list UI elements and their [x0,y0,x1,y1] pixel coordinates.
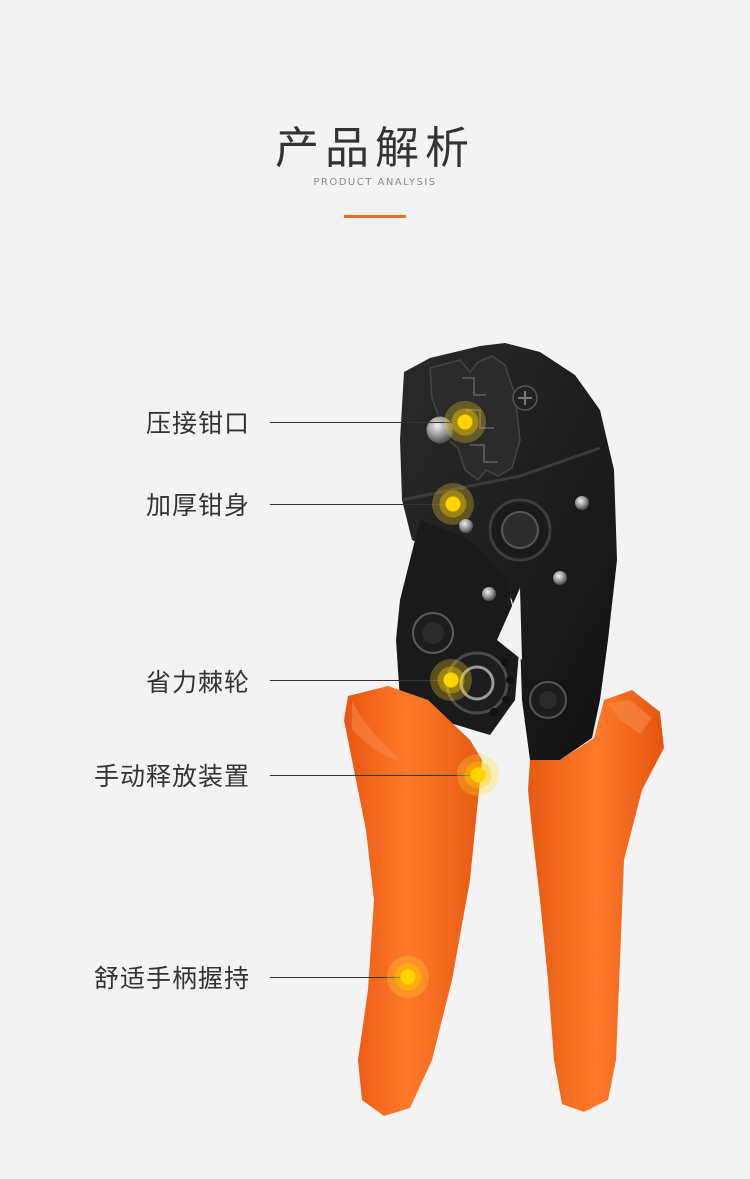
feature-hotspot[interactable] [444,401,486,443]
feature-label-ratchet: 省力棘轮 [145,668,250,697]
feature-leader-line [270,680,452,681]
page-subtitle: PRODUCT ANALYSIS [313,177,437,188]
feature-leader-line [270,504,453,505]
feature-label-manual-release: 手动释放装置 [93,762,250,791]
feature-label-comfort-grip: 舒适手柄握持 [93,964,250,993]
left-handle [344,686,482,1116]
feature-leader-line [270,977,408,978]
feature-label-crimp-jaw: 压接钳口 [145,409,250,438]
feature-label-thick-body: 加厚钳身 [145,491,250,520]
feature-hotspot[interactable] [430,659,472,701]
page-title: 产品解析 [275,123,475,174]
feature-leader-line [270,775,478,776]
feature-hotspot[interactable] [387,956,429,998]
feature-leader-line [270,422,465,423]
feature-hotspot[interactable] [457,754,499,796]
right-handle [528,690,664,1112]
feature-hotspot[interactable] [432,483,474,525]
title-underline [344,215,406,218]
